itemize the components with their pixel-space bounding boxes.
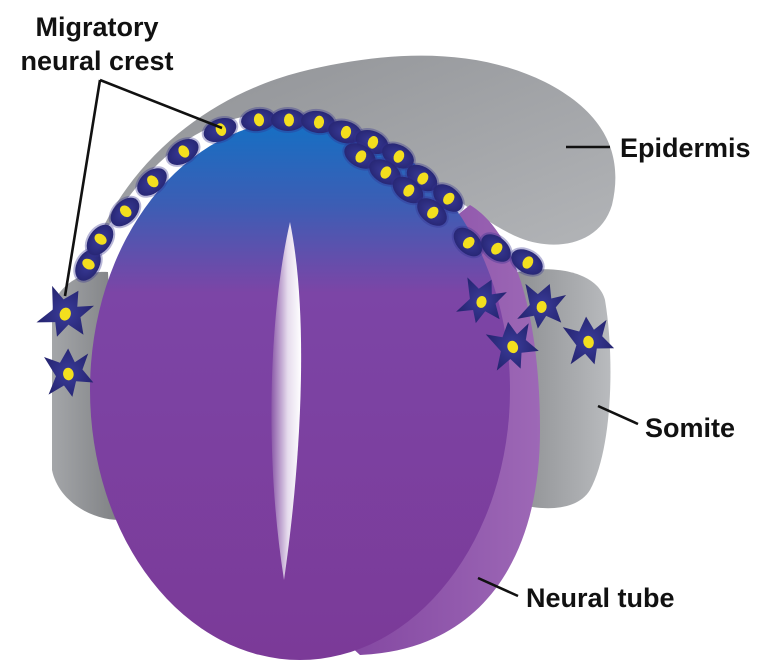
label-neural-tube: Neural tube	[526, 583, 675, 613]
label-epidermis: Epidermis	[620, 133, 751, 163]
label-migratory-line2: neural crest	[20, 46, 173, 76]
crest-cell-nucleus	[284, 114, 294, 127]
migratory-leader-1	[100, 80, 222, 128]
label-migratory-line1: Migratory	[35, 12, 158, 42]
label-somite: Somite	[645, 413, 735, 443]
